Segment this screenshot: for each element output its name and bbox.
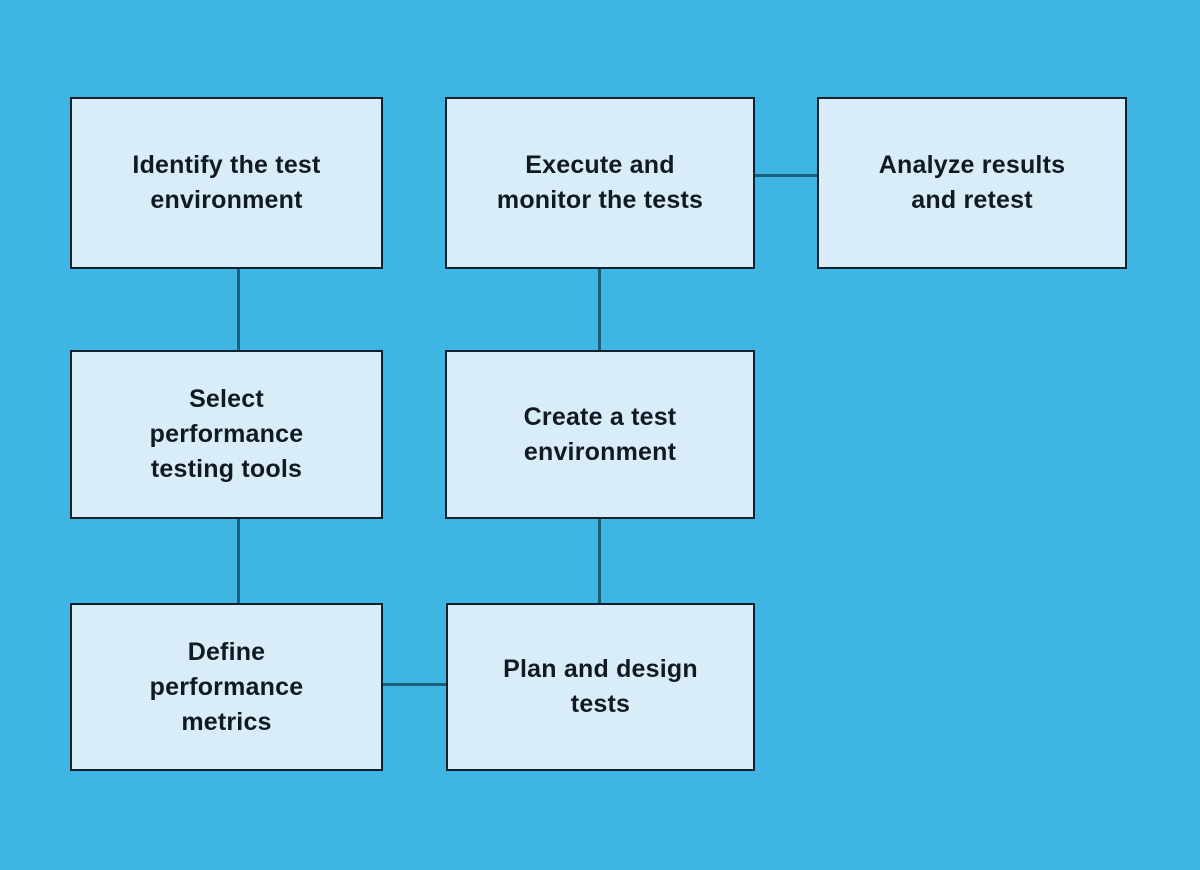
connector-identify-to-select [237,269,240,350]
box-label-analyze: Analyze results and retest [878,151,1066,214]
flowchart-box-analyze-results-and-retest: Analyze results and retest [817,97,1127,269]
box-label-select: Select performance testing tools [149,385,304,483]
connector-execute-to-analyze [755,174,817,177]
box-label-execute: Execute and monitor the tests [496,151,704,214]
flowchart-box-identify-the-test-environment: Identify the test environment [70,97,383,269]
box-label-identify: Identify the test environment [132,151,321,214]
connector-define-to-plan [383,683,446,686]
connector-plan-to-create [598,519,601,603]
connector-create-to-execute [598,269,601,350]
flowchart-box-execute-and-monitor-the-tests: Execute and monitor the tests [445,97,755,269]
flowchart-box-plan-and-design-tests: Plan and design tests [446,603,755,771]
box-label-define: Define performance metrics [149,637,304,736]
box-label-create: Create a test environment [523,402,677,466]
flowchart-box-define-performance-metrics: Define performance metrics [70,603,383,771]
flowchart-box-create-a-test-environment: Create a test environment [445,350,755,519]
box-label-plan: Plan and design tests [503,655,698,718]
connector-select-to-define [237,519,240,603]
flowchart-box-select-performance-testing-tools: Select performance testing tools [70,350,383,519]
